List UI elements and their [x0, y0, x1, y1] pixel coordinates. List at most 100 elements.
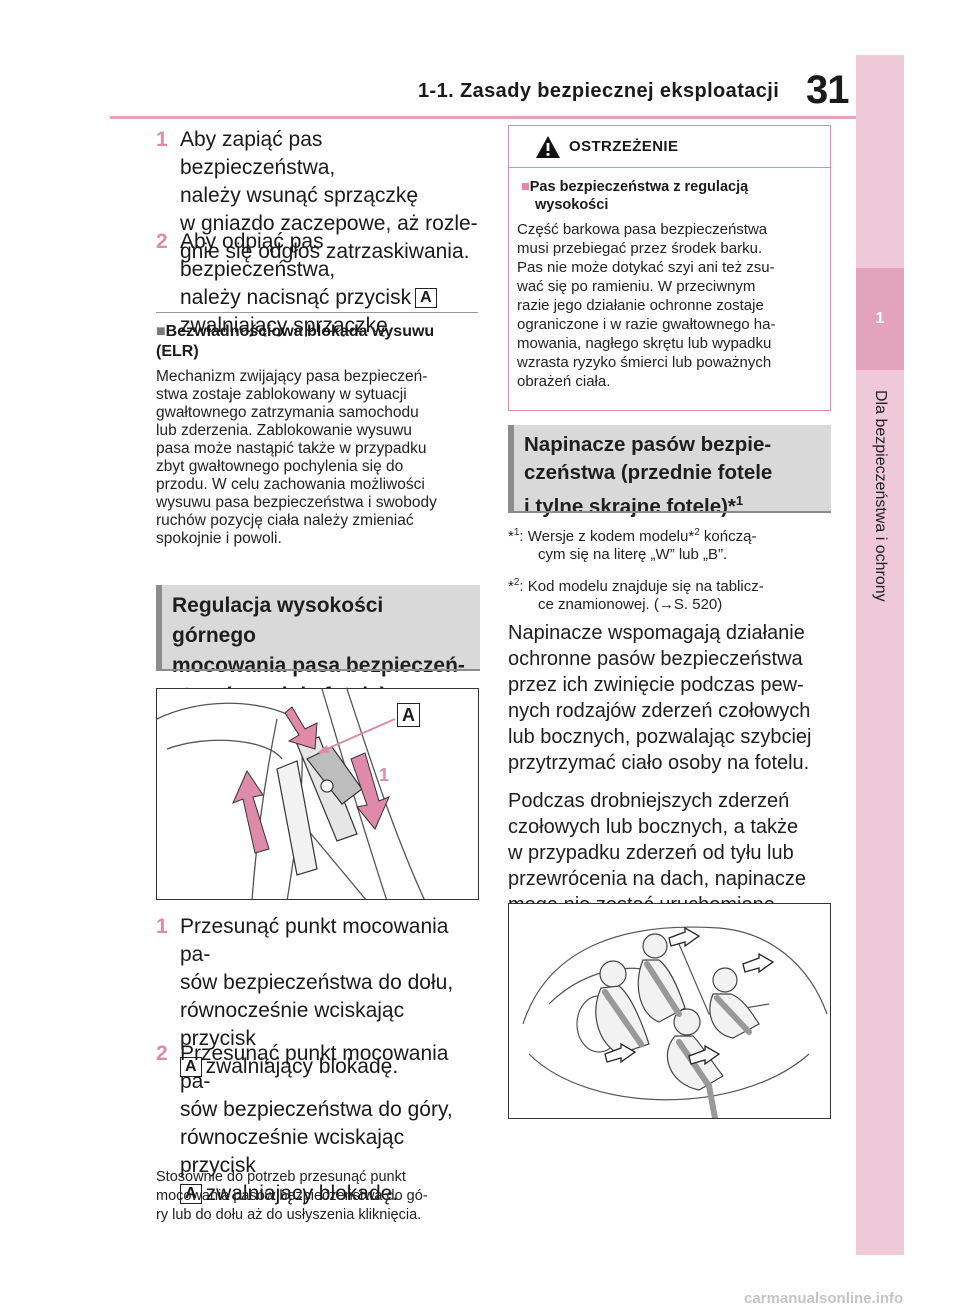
- warning-line: wzrasta ryzyko śmierci lub poważnych: [517, 354, 772, 371]
- height-step-1: 1 Przesunąć punkt mocowania pa- sów bezp…: [156, 913, 478, 1081]
- paragraph-line: nych rodzajów zderzeń czołowych: [508, 700, 811, 722]
- chapter-title: Dla bezpieczeństwa i ochrony: [872, 390, 889, 602]
- warning-line: ograniczone i w razie gwałtownego ha-: [517, 316, 776, 333]
- step-number: 1: [156, 915, 168, 938]
- paragraph-line: przytrzymać ciało osoby na fotelu.: [508, 752, 810, 774]
- step-text-line: Przesunąć punkt mocowania pa-: [180, 1042, 449, 1093]
- section-header: 1-1. Zasady bezpiecznej eksploatacji: [418, 80, 780, 102]
- page-number: 31: [806, 68, 849, 112]
- step-text-line: zwalniający blokadę.: [205, 1182, 399, 1205]
- warning-line: obrażeń ciała.: [517, 373, 611, 390]
- step-text-line: zwalniający sprzączkę.: [180, 314, 394, 337]
- figure-label-a: A: [397, 703, 420, 727]
- step-text-line: Aby odpiąć pas bezpieczeństwa,: [180, 230, 336, 281]
- paragraph-line: przewrócenia na dach, napinacze: [508, 868, 806, 890]
- footnote-text: : Wersje z kodem modelu*: [519, 528, 695, 545]
- pretensioner-section-title: Napinacze pasów bezpie- czeństwa (przedn…: [508, 425, 831, 518]
- step-text-line: sów bezpieczeństwa do góry,: [180, 1098, 453, 1121]
- pretensioner-paragraph-2: Podczas drobniejszych zderzeń czołowych …: [508, 788, 838, 918]
- step-text-line: równocześnie wciskając przycisk: [180, 1126, 405, 1177]
- warning-line: musi przebiegać przez środek barku.: [517, 240, 763, 257]
- warning-title: OSTRZEŻENIE: [569, 138, 679, 155]
- footnote-text: kończą-: [699, 528, 757, 545]
- section-rule: [156, 669, 480, 671]
- button-a-label: A: [180, 1184, 202, 1204]
- title-superscript: 1: [735, 493, 744, 508]
- pretensioner-figure: [508, 903, 831, 1119]
- body-line: spokojnie i powoli.: [156, 530, 282, 547]
- body-line: stwa zostaje zablokowany w sytuacji: [156, 386, 407, 403]
- anchor-adjust-illustration: [157, 689, 425, 899]
- step-text-line: Aby zapiąć pas bezpieczeństwa,: [180, 128, 336, 179]
- section-title-line: mocowania pasa bezpieczeń-: [172, 654, 465, 677]
- paragraph-line: w przypadku zderzeń od tyłu lub: [508, 842, 794, 864]
- step-text-line: należy nacisnąć przycisk: [180, 286, 412, 309]
- paragraph-line: przez ich zwinięcie podczas pew-: [508, 674, 804, 696]
- footnote-sup: 1: [513, 527, 520, 538]
- fasten-step-2: 2 Aby odpiąć pas bezpieczeństwa, należy …: [156, 228, 478, 340]
- button-a-label: A: [180, 1057, 202, 1077]
- figure-label-1: 1: [379, 765, 390, 785]
- step-text-line: gnie się odgłos zatrzaskiwania.: [180, 240, 470, 263]
- heading-line: wysokości: [535, 197, 609, 213]
- step-text-line: Przesunąć punkt mocowania pa-: [180, 915, 449, 966]
- watermark: carmanualsonline.info: [744, 1290, 904, 1307]
- body-line: przodu. W celu zachowania możliwości: [156, 476, 425, 493]
- heading-line: Pas bezpieczeństwa z regulacją: [529, 179, 749, 195]
- step-text-line: równocześnie wciskając przycisk: [180, 999, 405, 1050]
- footnote-sup: 2: [513, 577, 520, 588]
- paragraph-line: Podczas drobniejszych zderzeń: [508, 790, 790, 812]
- note-line: Stosownie do potrzeb przesunąć punkt: [156, 1169, 406, 1185]
- paragraph-line: lub bocznych, pozwalając szybciej: [508, 726, 812, 748]
- elr-heading: ■Bezwładnościowa blokada wysuwu (ELR): [156, 322, 478, 362]
- step-number: 2: [156, 230, 168, 253]
- footnote-text: : Kod modelu znajduje się na tablicz-: [519, 578, 764, 595]
- step-text-line: sów bezpieczeństwa do dołu,: [180, 971, 454, 994]
- body-line: zbyt gwałtownego pochylenia się do: [156, 458, 404, 475]
- body-line: lub zderzenia. Zablokowanie wysuwu: [156, 422, 412, 439]
- elr-body: Mechanizm zwijający pasa bezpieczeń- stw…: [156, 368, 478, 548]
- body-line: wysuwu pasa bezpieczeństwa i swobody: [156, 494, 437, 511]
- heading-line: Bezwładnościowa blokada wysuwu: [165, 323, 435, 340]
- heading-marker: ■: [156, 323, 166, 340]
- page-reference-link[interactable]: ce znamionowej. (→S. 520): [538, 596, 723, 613]
- step-number: 1: [156, 128, 168, 151]
- step-text-line: należy wsunąć sprzączkę: [180, 184, 419, 207]
- body-line: Mechanizm zwijający pasa bezpieczeń-: [156, 368, 428, 385]
- step-text-line: zwalniający blokadę.: [205, 1055, 399, 1078]
- footnote-mark: *: [508, 528, 514, 545]
- footnote-mark: *: [508, 578, 514, 595]
- side-band: [856, 55, 904, 1255]
- car-interior-illustration: [522, 926, 828, 1118]
- section-title-line: Napinacze pasów bezpie-: [524, 433, 772, 456]
- body-line: gwałtownego zatrzymania samochodu: [156, 404, 419, 421]
- chapter-tab[interactable]: 1: [856, 268, 904, 370]
- height-note: Stosownie do potrzeb przesunąć punkt moc…: [156, 1168, 486, 1225]
- paragraph-line: ochronne pasów bezpieczeństwa: [508, 648, 803, 670]
- section-title-line: i tylne skrajne fotele)*: [524, 494, 736, 518]
- warning-line: razie jego działanie ochronne zostaje: [517, 297, 764, 314]
- warning-text: Część barkowa pasa bezpieczeństwa musi p…: [517, 220, 823, 391]
- button-a-label: A: [415, 288, 437, 308]
- height-adjust-section-title: Regulacja wysokości górnego mocowania pa…: [156, 585, 480, 707]
- warning-box: OSTRZEŻENIE ■Pas bezpieczeństwa z regula…: [508, 125, 831, 411]
- footnote-2: *2: Kod modelu znajduje się na tablicz- …: [508, 574, 838, 614]
- fasten-step-1: 1 Aby zapiąć pas bezpieczeństwa, należy …: [156, 126, 478, 266]
- paragraph-line: Napinacze wspomagają działanie: [508, 622, 805, 644]
- warning-triangle-icon: [536, 136, 560, 158]
- paragraph-line: czołowych lub bocznych, a także: [508, 816, 799, 838]
- note-line: mocowania pasów bezpieczeństwa do gó-: [156, 1188, 428, 1204]
- anchor-adjust-figure: A 1 2: [156, 688, 479, 900]
- section-title-line: Regulacja wysokości górnego: [172, 594, 384, 647]
- warning-subheading: ■Pas bezpieczeństwa z regulacją wysokośc…: [521, 178, 821, 214]
- header-rule: [110, 116, 856, 119]
- footnote-text: cym się na literę „W” lub „B”.: [538, 546, 728, 563]
- body-line: pasa może nastąpić także w przypadku: [156, 440, 427, 457]
- heading-line: (ELR): [156, 343, 199, 360]
- body-line: ruchów pozycję ciała należy zmieniać: [156, 512, 414, 529]
- footnote-1: *1: Wersje z kodem modelu*2 kończą- cym …: [508, 524, 838, 564]
- figure-label-2: 2: [247, 803, 258, 823]
- height-step-2: 2 Przesunąć punkt mocowania pa- sów bezp…: [156, 1040, 478, 1208]
- step-text-line: w gniazdo zaczepowe, aż rozle-: [180, 212, 478, 235]
- warning-line: mowania, nagłego skrętu lub wypadku: [517, 335, 772, 352]
